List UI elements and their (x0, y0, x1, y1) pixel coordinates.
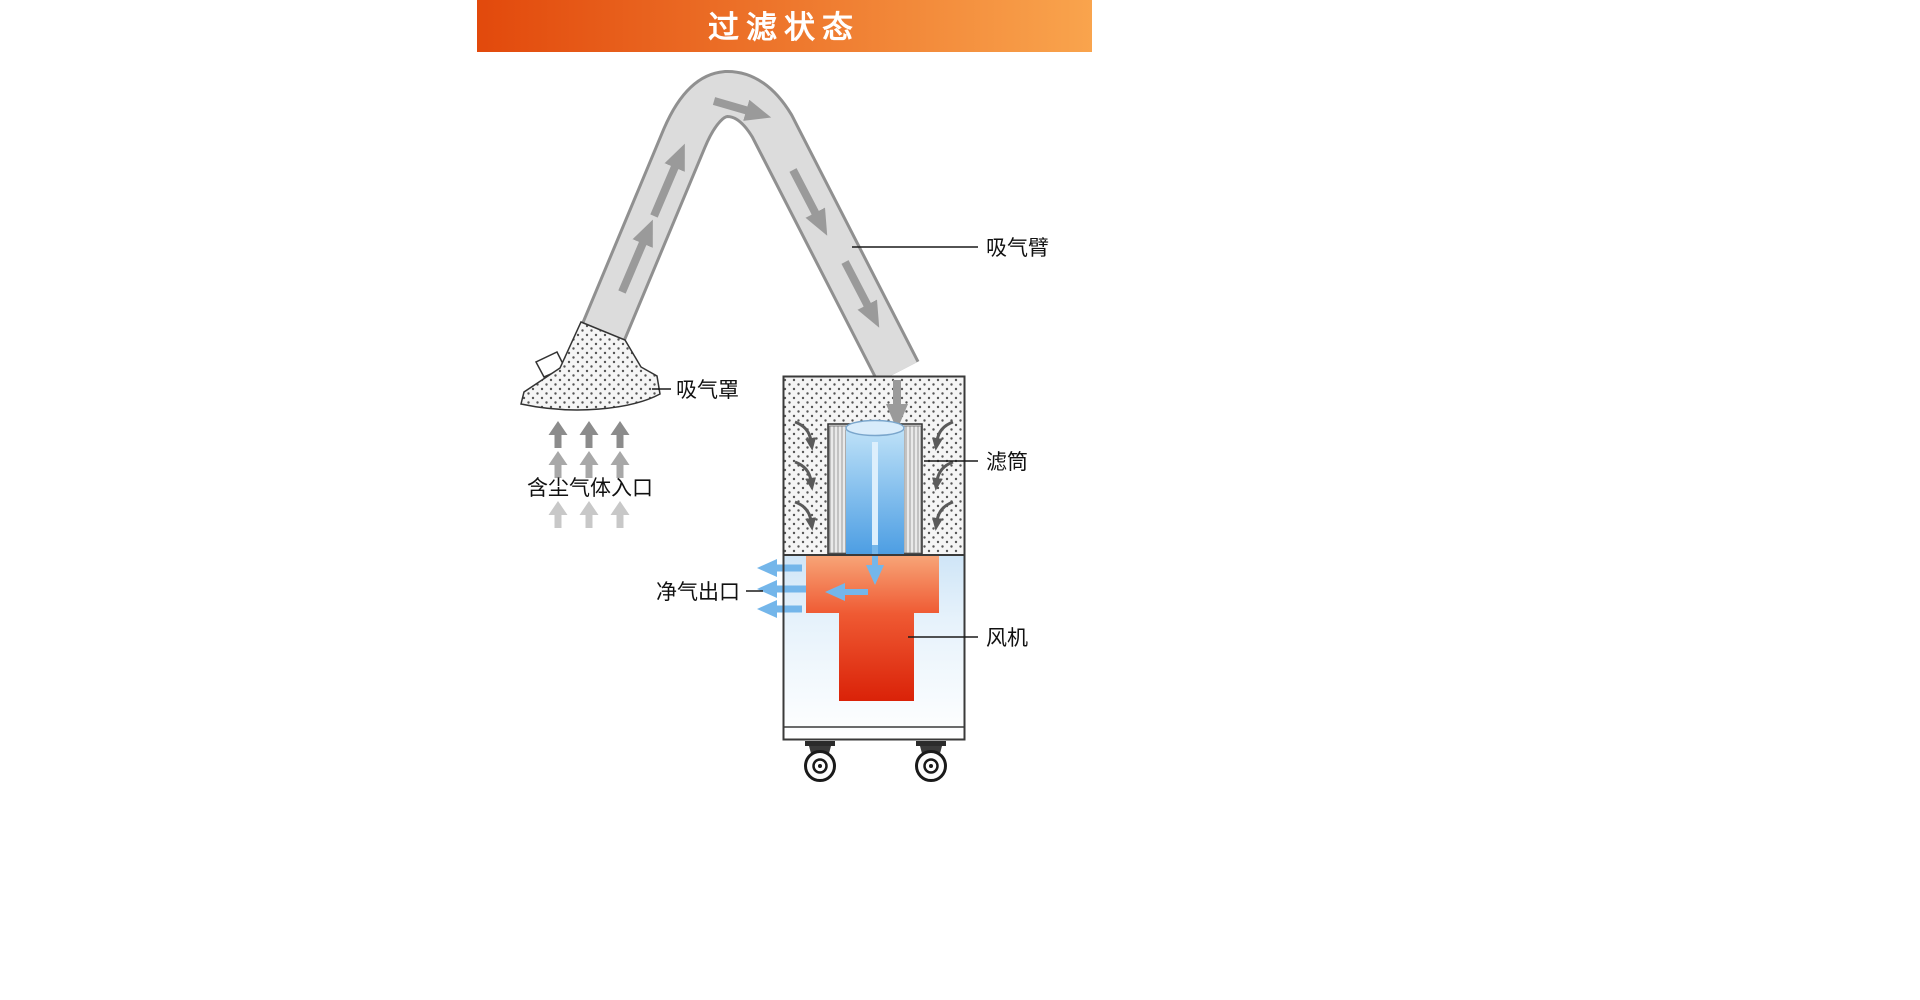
caster-wheel-left (804, 741, 836, 782)
caster-wheel-right (915, 741, 947, 782)
label-text: 滤筒 (986, 451, 1028, 474)
filter-top-opening (845, 419, 905, 437)
inlet-arrow-row-top (548, 421, 630, 448)
up-arrow-icon (579, 501, 599, 528)
up-arrow-icon (548, 451, 568, 478)
arm-airflow-arrows (618, 97, 880, 328)
filter-pleats-left (828, 425, 847, 554)
inlet-arrow-row-middle (548, 451, 630, 478)
curl-arrow-icon (931, 500, 954, 531)
label-text: 吸气臂 (986, 237, 1049, 260)
label-suction-hood: 吸气罩 (652, 379, 739, 402)
suction-arm-tube (580, 70, 920, 383)
caster-plate (916, 741, 946, 746)
title-banner: 过滤状态 (477, 0, 1092, 52)
page-title: 过滤状态 (708, 10, 860, 45)
label-filter-cartridge: 滤筒 (924, 451, 1028, 474)
curl-arrow-icon (794, 460, 817, 491)
label-suction-arm: 吸气臂 (852, 237, 1049, 260)
flow-arrow-icon (618, 219, 653, 294)
curl-arrow-icon (794, 500, 817, 531)
curl-arrow-icon (931, 460, 954, 491)
up-arrow-icon (548, 421, 568, 448)
cabinet-outline (782, 375, 966, 741)
label-text: 吸气罩 (676, 379, 739, 402)
caster-plate (805, 741, 835, 746)
up-arrow-icon (610, 501, 630, 528)
suction-hood (520, 321, 661, 411)
flow-arrow-icon (841, 260, 880, 328)
curl-arrow-icon (931, 420, 954, 451)
filter-pleats-right (903, 425, 922, 554)
label-text: 风机 (986, 627, 1028, 650)
up-arrow-icon (548, 501, 568, 528)
label-clean-air-outlet: 净气出口 (656, 581, 763, 604)
up-arrow-icon (610, 451, 630, 478)
label-dusty-gas-inlet: 含尘气体入口 (527, 477, 653, 500)
caster-hub (929, 764, 933, 768)
dusty-gas-inlet-arrows (548, 421, 630, 528)
curl-arrow-icon (794, 420, 817, 451)
caster-hub (818, 764, 822, 768)
clean-air-arrows (757, 559, 806, 618)
up-arrow-icon (579, 421, 599, 448)
flow-arrow-icon (789, 168, 828, 236)
label-fan: 风机 (908, 627, 1028, 650)
filter-intake-arrows (794, 420, 954, 531)
flow-arrow-icon (650, 143, 685, 218)
flow-arrow-icon (712, 97, 772, 121)
inlet-arrow-row-bottom (548, 501, 630, 528)
up-arrow-icon (579, 451, 599, 478)
title-banner-background (477, 0, 1092, 52)
suction-hood-body (520, 321, 661, 411)
collector-unit (757, 375, 966, 782)
up-arrow-icon (610, 421, 630, 448)
label-text: 净气出口 (656, 581, 740, 604)
